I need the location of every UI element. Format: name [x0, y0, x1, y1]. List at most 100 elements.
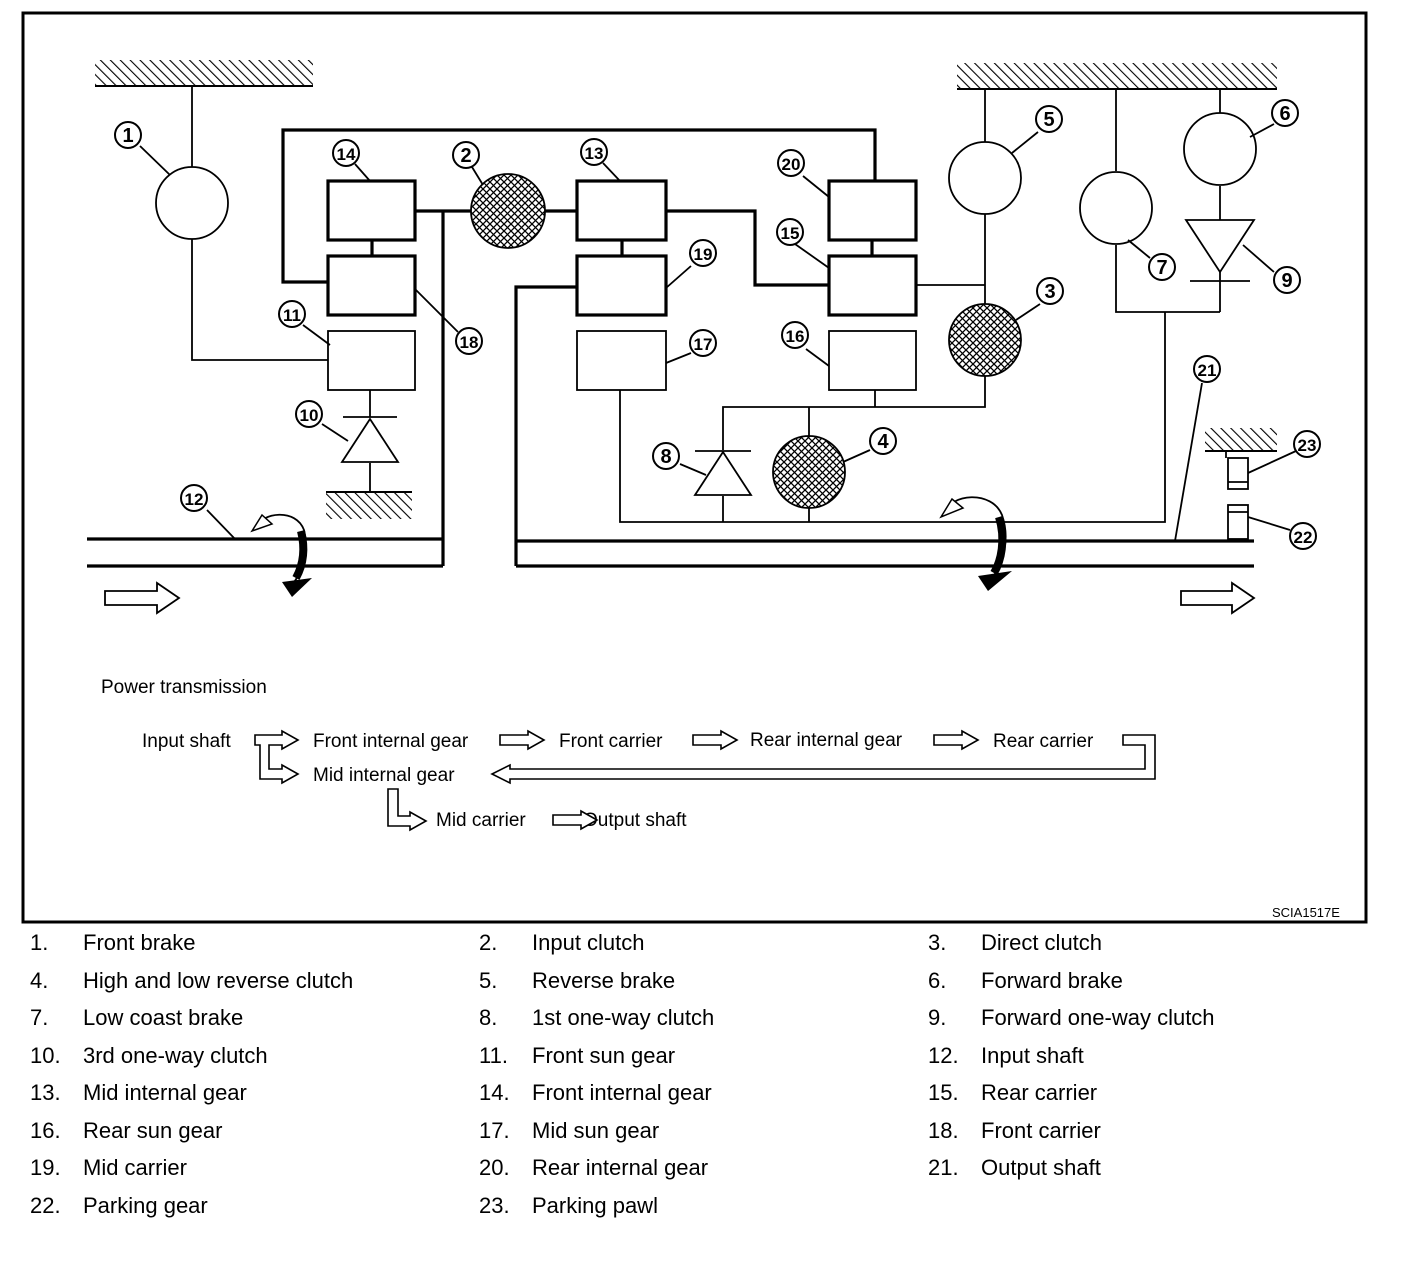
legend-item-number: 18. [928, 1117, 959, 1143]
parking-mechanism [1227, 457, 1249, 540]
low-coast-brake-circle [1079, 171, 1153, 245]
callout-1: 1 [114, 121, 142, 149]
legend-item-number: 6. [928, 967, 947, 993]
svg-text:12: 12 [185, 490, 204, 509]
legend-item-label: Rear sun gear [83, 1117, 223, 1143]
thin-connection-lines [191, 86, 1227, 523]
callout-12: 12 [180, 484, 208, 512]
housing-hatch-right [957, 63, 1277, 90]
svg-text:11: 11 [283, 306, 301, 325]
flow-return-arrow [490, 734, 1156, 785]
svg-text:19: 19 [694, 245, 713, 264]
power-arrows [104, 581, 1256, 615]
input-direction-arrow [104, 581, 181, 615]
first-one-way-clutch-symbol [693, 450, 753, 496]
front-sun-gear-box [327, 330, 416, 391]
svg-text:2: 2 [460, 145, 471, 167]
callout-leaders [139, 123, 1297, 542]
legend-item-label: Front internal gear [532, 1080, 712, 1105]
legend-item-number: 12. [928, 1042, 959, 1068]
housing-hatch-parking [1205, 428, 1277, 452]
callout-14: 14 [332, 139, 360, 167]
legend-item-label: Forward brake [981, 967, 1123, 993]
callout-13: 13 [580, 138, 608, 166]
svg-text:14: 14 [337, 145, 356, 164]
flow-arrow-2 [692, 729, 739, 751]
svg-text:9: 9 [1281, 270, 1292, 292]
legend-item-number: 10. [30, 1042, 61, 1068]
reverse-brake-circle [948, 141, 1022, 215]
callout-4: 4 [869, 427, 897, 455]
rear-sun-gear-box [828, 330, 917, 391]
legend-item-label: Mid sun gear [532, 1117, 660, 1143]
callout-18: 18 [455, 327, 483, 355]
callout-8: 8 [652, 442, 680, 470]
high-low-reverse-clutch-circle [772, 435, 846, 509]
rotation-arrow-output [939, 496, 1012, 591]
svg-text:8: 8 [660, 446, 671, 468]
legend-item-label: Parking pawl [532, 1192, 658, 1218]
input-clutch-circle [470, 173, 546, 249]
power-transmission-diagram: 1 2 3 4 5 6 7 8 9 10 11 12 13 14 15 16 1… [21, 11, 1368, 924]
svg-text:17: 17 [694, 335, 713, 354]
legend-item-label: Parking gear [83, 1192, 208, 1218]
callout-9: 9 [1273, 266, 1301, 294]
housing-hatch-left [95, 60, 313, 87]
callout-23: 23 [1293, 430, 1321, 458]
legend-item-number: 8. [479, 1005, 498, 1030]
legend-item-number: 21. [928, 1155, 959, 1180]
legend-item-label: Mid internal gear [83, 1080, 247, 1105]
flow-arrow-4 [552, 809, 599, 831]
svg-text:1: 1 [122, 125, 133, 147]
svg-text:20: 20 [782, 155, 801, 174]
legend-item-label: Front brake [83, 930, 196, 955]
svg-text:7: 7 [1156, 257, 1167, 279]
flow-arrow-3 [933, 729, 980, 751]
mid-carrier-box [575, 254, 668, 317]
flow-mid-internal-gear: Mid internal gear [313, 765, 455, 786]
flow-arrows [254, 729, 1156, 832]
legend-item-number: 22. [30, 1192, 61, 1218]
legend-item-label: Rear carrier [981, 1080, 1098, 1105]
flow-mid-carrier: Mid carrier [436, 810, 526, 831]
callout-3: 3 [1036, 277, 1064, 305]
legend-item-label: Front sun gear [532, 1042, 676, 1068]
flow-down-arrow [387, 788, 428, 832]
power-transmission-title: Power transmission [101, 677, 267, 698]
flow-split-arrow [254, 729, 300, 785]
legend-item-number: 16. [30, 1117, 61, 1143]
output-direction-arrow [1180, 581, 1256, 615]
svg-text:5: 5 [1043, 109, 1054, 131]
diagram-frame [21, 11, 1368, 924]
svg-text:22: 22 [1294, 528, 1313, 547]
legend-item-number: 4. [30, 967, 49, 993]
clutches [470, 173, 1022, 509]
legend-item-label: Input clutch [532, 930, 645, 955]
legend-item-number: 23. [479, 1192, 510, 1218]
callout-2: 2 [452, 141, 480, 169]
legend-item-number: 11. [479, 1042, 508, 1068]
callout-21: 21 [1193, 355, 1221, 383]
callout-20: 20 [777, 149, 805, 177]
svg-text:15: 15 [781, 224, 800, 243]
svg-text:16: 16 [786, 327, 805, 346]
thick-connection-lines [281, 128, 877, 566]
legend-item-number: 14. [479, 1080, 510, 1105]
legend-item-number: 5. [479, 967, 498, 993]
front-internal-gear-box [326, 179, 417, 242]
flow-output-shaft: Output shaft [583, 810, 687, 831]
legend-item-number: 1. [30, 930, 49, 955]
callout-7: 7 [1148, 253, 1176, 281]
svg-text:18: 18 [460, 333, 479, 352]
legend-item-label: Rear internal gear [532, 1155, 709, 1180]
rear-carrier-box [827, 254, 918, 317]
svg-text:23: 23 [1298, 436, 1317, 455]
legend-item-label: Direct clutch [981, 930, 1103, 955]
legend-item-number: 19. [30, 1155, 61, 1180]
rotation-arrow-input [250, 513, 312, 597]
legend-item-label: 1st one-way clutch [532, 1005, 715, 1030]
svg-text:4: 4 [877, 431, 889, 453]
callout-10: 10 [295, 400, 323, 428]
third-one-way-clutch-symbol [340, 416, 400, 463]
callout-11: 11 [278, 300, 306, 328]
